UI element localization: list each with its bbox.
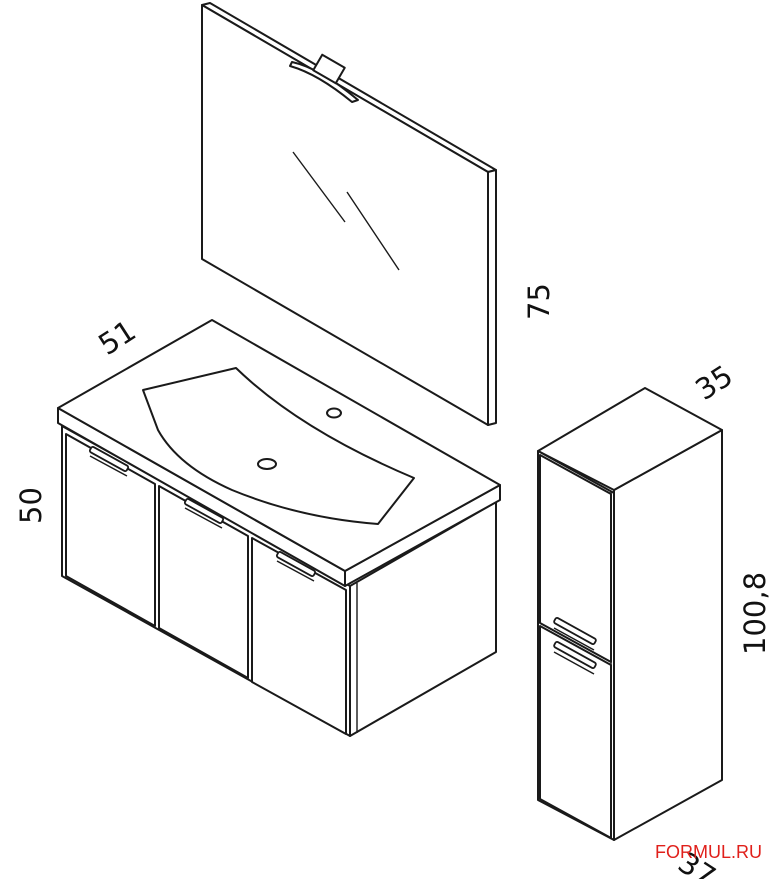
sink-basin xyxy=(142,367,415,525)
vanity-unit xyxy=(57,319,501,737)
mirror xyxy=(201,2,497,426)
column-cabinet xyxy=(537,387,723,841)
column-door-lower-handle xyxy=(553,641,597,675)
vanity-door-middle-handle xyxy=(183,498,225,529)
vanity-door-middle xyxy=(158,485,249,679)
tap-hole xyxy=(326,407,342,419)
dimension-column-height: 100,8 xyxy=(738,572,772,655)
dimension-mirror-height: 75 xyxy=(522,283,556,320)
vanity-door-left xyxy=(65,433,156,627)
vanity-door-left-handle xyxy=(88,446,130,477)
column-door-upper xyxy=(539,454,612,663)
column-door-lower xyxy=(539,625,612,839)
vanity-door-right-handle xyxy=(275,551,317,582)
dimension-column-depth: 35 xyxy=(689,358,738,407)
dimension-vanity-height: 50 xyxy=(14,487,48,524)
watermark: FORMUL.RU xyxy=(655,842,762,862)
mirror-lamp xyxy=(289,53,359,103)
vanity-door-right xyxy=(251,537,347,735)
dimension-vanity-depth: 51 xyxy=(92,313,141,362)
column-door-upper-handle xyxy=(553,617,597,651)
drain-hole xyxy=(257,458,277,470)
